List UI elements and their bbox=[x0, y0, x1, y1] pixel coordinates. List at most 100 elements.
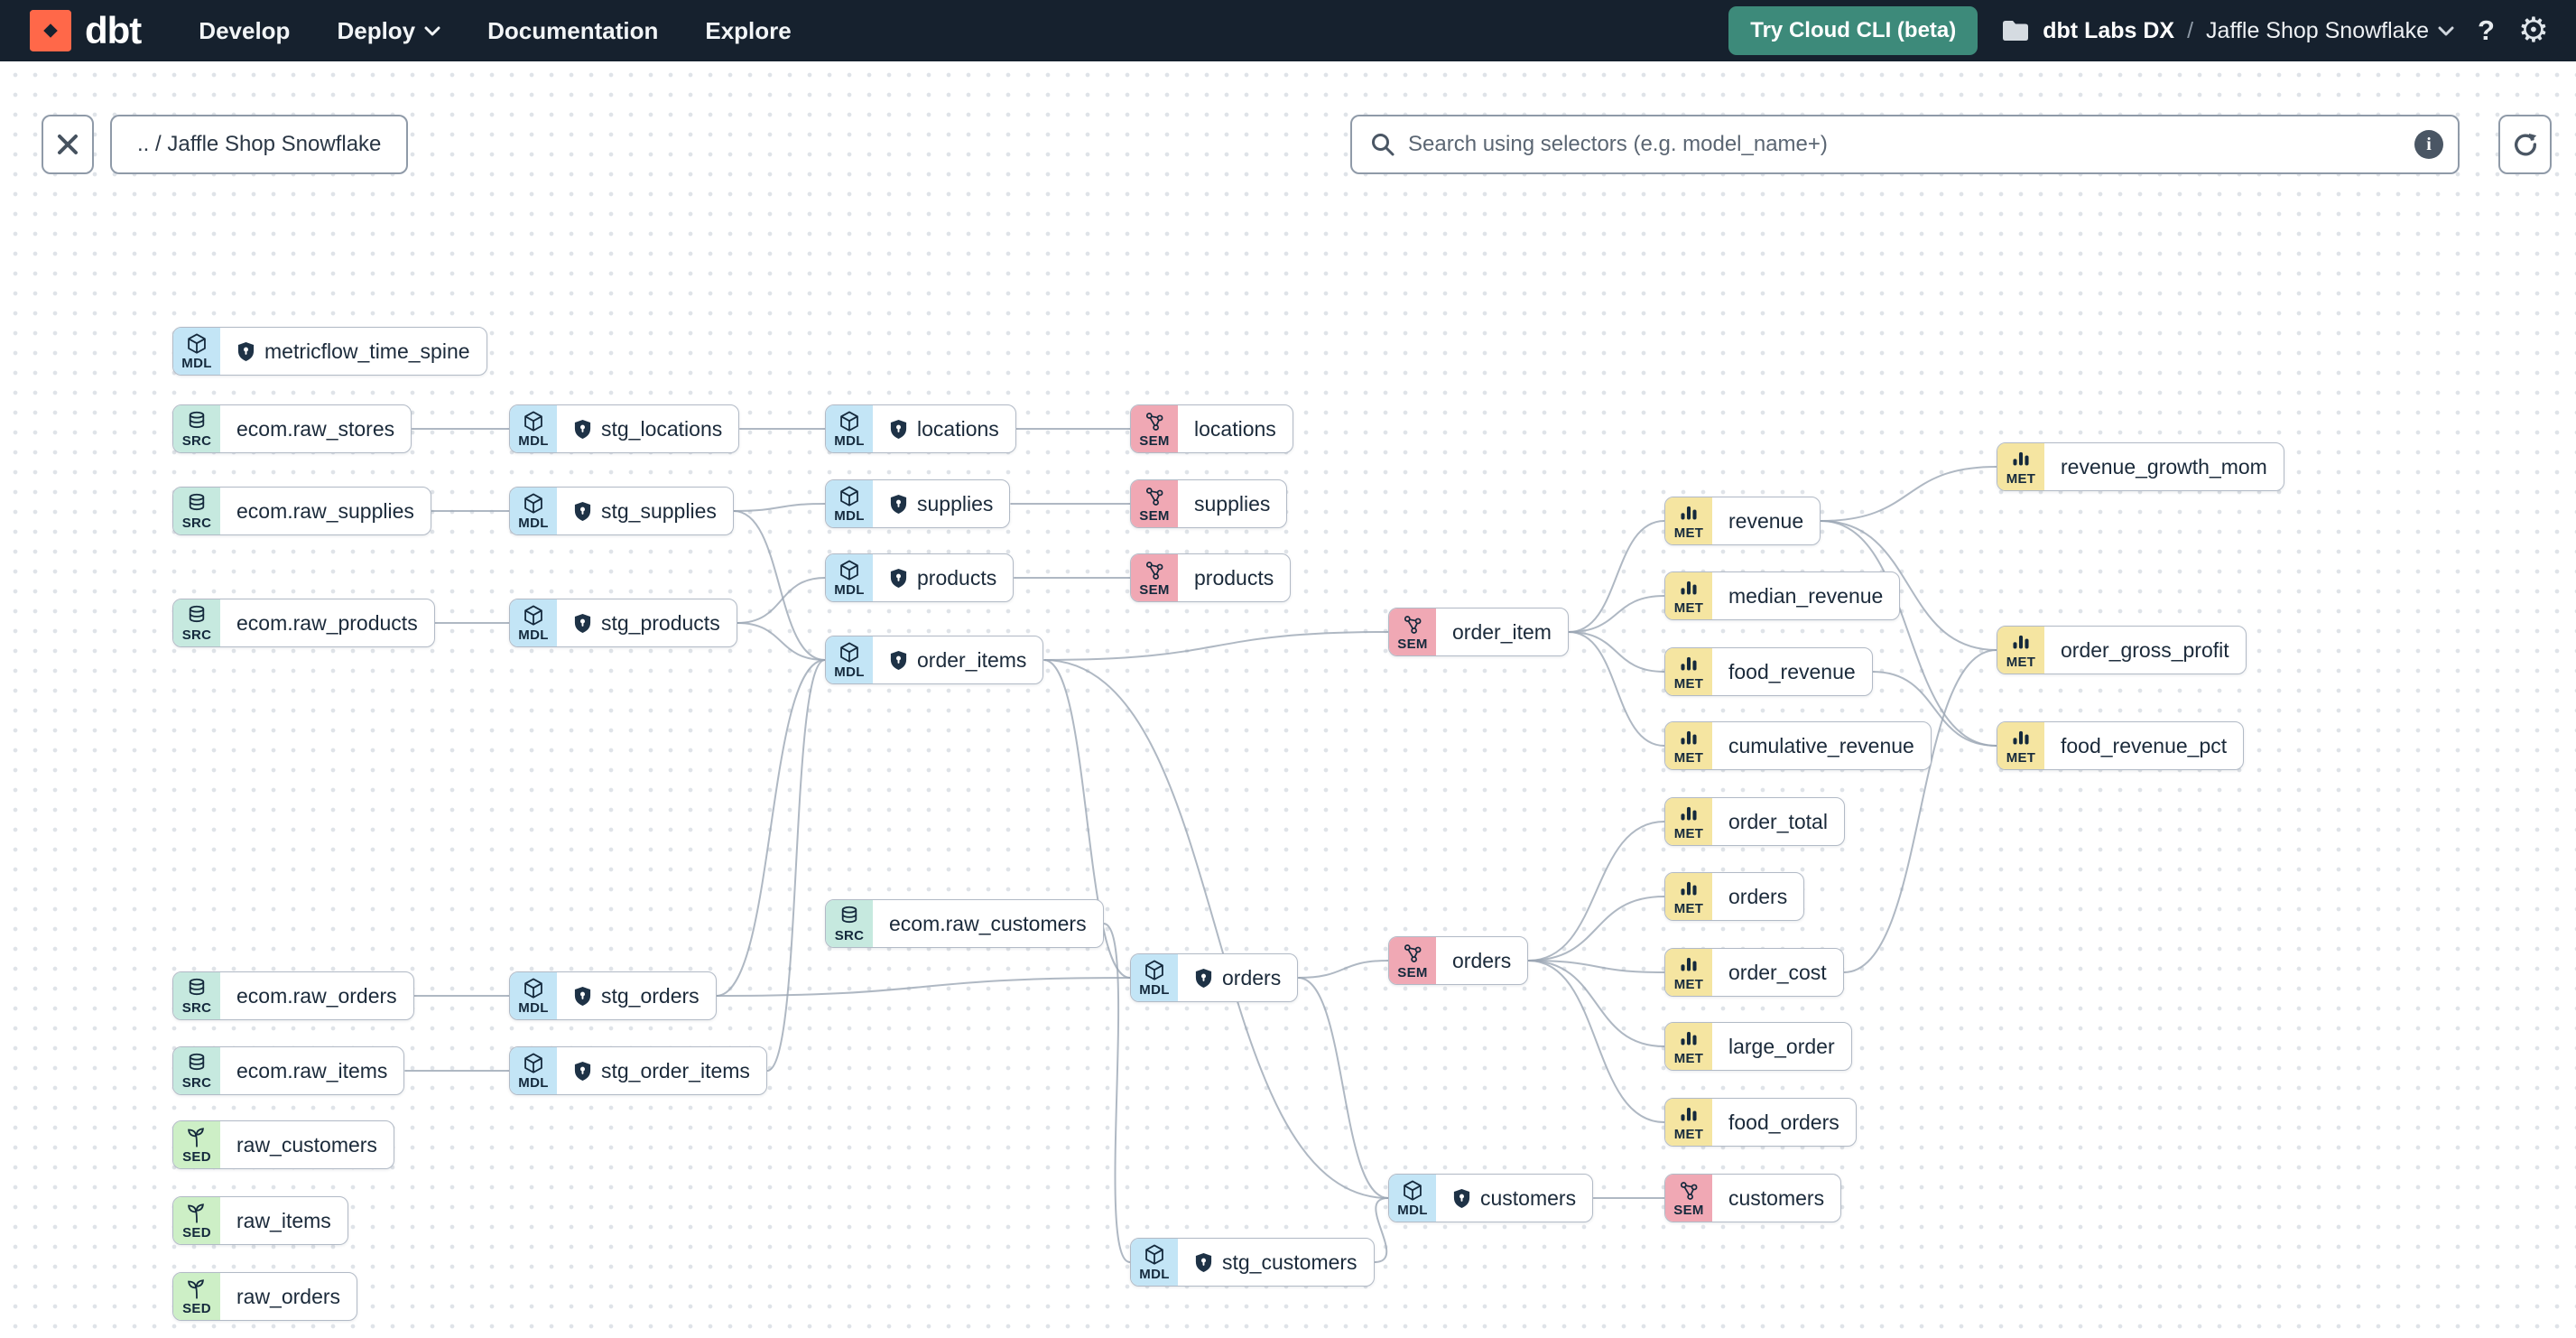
nav-item-explore[interactable]: Explore bbox=[705, 16, 792, 44]
node-type-label: MDL bbox=[518, 516, 549, 531]
nav-item-deploy[interactable]: Deploy bbox=[337, 17, 440, 45]
node-body: metricflow_time_spine bbox=[220, 328, 486, 375]
node-type-badge: SEM bbox=[1131, 554, 1178, 601]
node-body: products bbox=[873, 554, 1013, 601]
metric-icon bbox=[1677, 727, 1700, 750]
close-lineage-button[interactable] bbox=[42, 115, 94, 174]
node-type-badge: SEM bbox=[1131, 405, 1178, 452]
model-cube-icon bbox=[522, 492, 545, 516]
node-type-label: SEM bbox=[1139, 433, 1170, 449]
node-label: supplies bbox=[1194, 491, 1271, 516]
info-icon[interactable]: i bbox=[2414, 130, 2443, 159]
node-type-label: SRC bbox=[181, 627, 212, 643]
lineage-breadcrumb[interactable]: .. / Jaffle Shop Snowflake bbox=[110, 115, 409, 174]
project-selector[interactable]: Jaffle Shop Snowflake bbox=[2206, 18, 2454, 44]
node-body: food_revenue_pct bbox=[2044, 722, 2243, 769]
node-type-label: MDL bbox=[518, 1075, 549, 1091]
try-cloud-cli-button[interactable]: Try Cloud CLI (beta) bbox=[1728, 6, 1978, 55]
metric-icon bbox=[1677, 878, 1700, 901]
gear-icon[interactable]: ⚙ bbox=[2517, 12, 2549, 50]
node-label: order_gross_profit bbox=[2061, 637, 2229, 662]
node-body: customers bbox=[1436, 1175, 1592, 1222]
node-type-badge: SRC bbox=[826, 900, 873, 947]
node-label: stg_customers bbox=[1222, 1250, 1357, 1274]
graph-node-products_sem[interactable]: SEM products bbox=[1130, 553, 1292, 602]
source-database-icon bbox=[838, 905, 861, 928]
lineage-edge bbox=[1821, 466, 1997, 522]
refresh-lineage-button[interactable] bbox=[2498, 115, 2552, 174]
node-type-badge: MDL bbox=[173, 328, 220, 375]
node-type-label: MDL bbox=[834, 433, 865, 449]
account-name[interactable]: dbt Labs DX bbox=[2043, 17, 2175, 43]
lineage-edge bbox=[716, 659, 826, 997]
node-body: ecom.raw_items bbox=[220, 1047, 403, 1094]
node-label: order_items bbox=[917, 647, 1027, 672]
graph-node-metricflow_time_spine[interactable]: MDL metricflow_time_spine bbox=[172, 327, 487, 376]
lineage-edge bbox=[733, 510, 826, 661]
node-label: ecom.raw_orders bbox=[236, 983, 397, 1008]
node-body: order_items bbox=[873, 636, 1042, 683]
node-type-label: MET bbox=[1673, 676, 1704, 692]
nav-item-documentation[interactable]: Documentation bbox=[487, 16, 659, 44]
selector-search-input[interactable] bbox=[1408, 132, 2402, 157]
node-label: order_total bbox=[1728, 809, 1828, 833]
node-body: products bbox=[1178, 554, 1290, 601]
node-type-label: MDL bbox=[181, 356, 212, 371]
node-type-label: SEM bbox=[1139, 582, 1170, 598]
node-label: supplies bbox=[917, 491, 994, 516]
model-cube-icon bbox=[522, 604, 545, 627]
node-type-label: SRC bbox=[181, 516, 212, 531]
metric-icon bbox=[1677, 577, 1700, 600]
semantic-model-icon bbox=[1143, 485, 1166, 508]
dbt-logo[interactable]: dbt bbox=[27, 7, 142, 54]
node-type-badge: MET bbox=[1665, 873, 1712, 920]
node-label: revenue bbox=[1728, 508, 1804, 533]
help-icon[interactable]: ? bbox=[2477, 14, 2495, 46]
lineage-edge bbox=[1568, 595, 1665, 633]
node-type-badge: MDL bbox=[510, 488, 557, 534]
node-label: orders bbox=[1452, 948, 1512, 972]
node-type-badge: SRC bbox=[173, 1047, 220, 1094]
node-body: stg_orders bbox=[557, 972, 716, 1019]
nav-item-develop[interactable]: Develop bbox=[199, 16, 291, 44]
